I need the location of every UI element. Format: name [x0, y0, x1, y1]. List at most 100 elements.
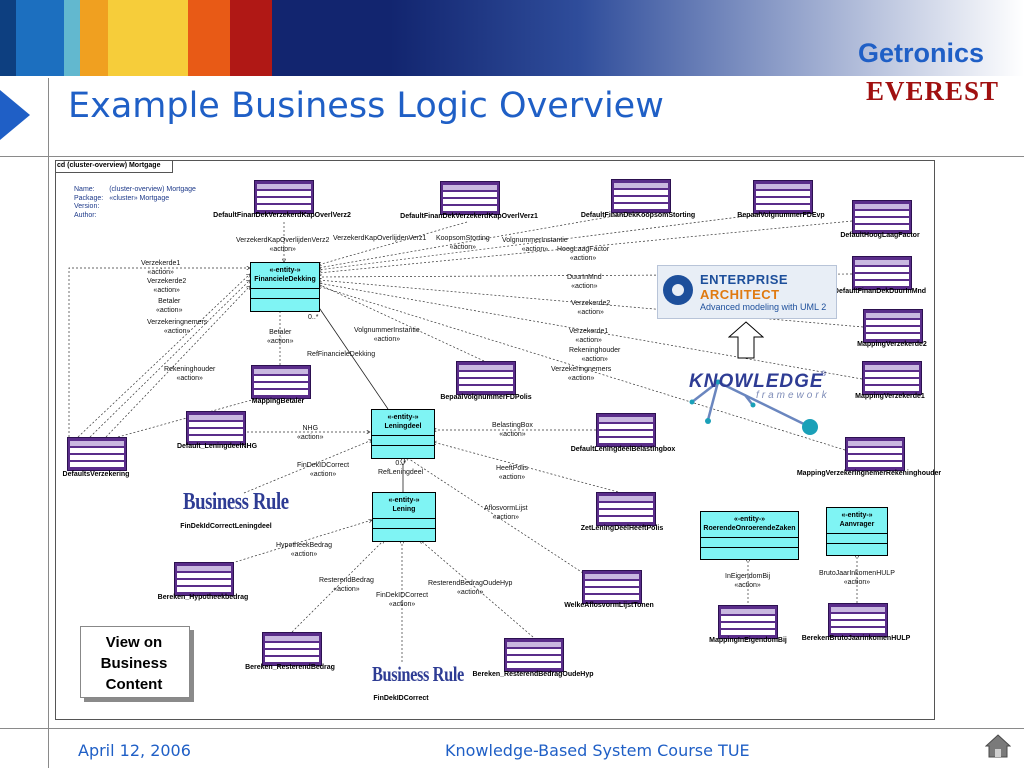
box-label: Default_LeningdeelNHG — [176, 443, 258, 450]
up-arrow-icon — [728, 321, 764, 359]
action-box-row — [599, 517, 653, 522]
action-box[interactable] — [753, 180, 813, 214]
entity-lening[interactable]: «-entity-»Lening — [372, 492, 436, 542]
action-box-row — [585, 581, 639, 586]
action-box-row — [855, 267, 909, 272]
home-icon[interactable] — [985, 734, 1011, 758]
box-label: MappingVerzekerde2 — [857, 341, 927, 348]
action-box[interactable] — [852, 200, 912, 234]
action-box-row — [189, 422, 243, 427]
connector-label: DuurInMnd«action» — [567, 274, 602, 290]
band-segment — [64, 0, 80, 76]
connector-label: HoogLaagFactor«action» — [557, 246, 610, 262]
meta-value: «cluster» Mortgage — [109, 194, 170, 202]
action-box[interactable] — [174, 562, 234, 596]
action-box[interactable] — [862, 361, 922, 395]
action-box-row — [459, 386, 513, 391]
getronics-logo: Getronics — [858, 38, 985, 68]
entity-roerendeonroerendezaken[interactable]: «-entity-»RoerendeOnroerendeZaken — [700, 511, 799, 560]
box-label: BepaalVolgnummerFDPolis — [440, 394, 532, 401]
box-label: BerekenBrutoJaarinkomenHULP — [801, 635, 911, 642]
box-label: MappingVerzekerde1 — [855, 393, 925, 400]
action-box-row — [848, 448, 902, 453]
action-box[interactable] — [440, 181, 500, 215]
connector-label: 0..*RefLeningdeel — [378, 460, 424, 476]
action-box-header — [265, 636, 319, 641]
action-box[interactable] — [67, 437, 127, 471]
action-box[interactable] — [596, 492, 656, 526]
action-box-row — [585, 588, 639, 593]
everest-logo: EVEREST — [866, 76, 1000, 106]
action-box-row — [70, 455, 124, 460]
action-box[interactable] — [845, 437, 905, 471]
action-box-row — [70, 448, 124, 453]
action-box[interactable] — [828, 603, 888, 637]
action-box[interactable] — [251, 365, 311, 399]
action-box[interactable] — [596, 413, 656, 447]
connector-label: Verzekeringnemers«action» — [551, 366, 612, 382]
action-box[interactable] — [262, 632, 322, 666]
action-box[interactable] — [852, 256, 912, 290]
business-rule-image: Business Rule — [372, 662, 464, 686]
action-box-row — [265, 643, 319, 648]
action-box-row — [831, 628, 885, 633]
action-box[interactable] — [863, 309, 923, 343]
box-label: DefaultFinanDekVerzekerdKapOverlVerz2 — [213, 212, 351, 219]
title-arrow-icon — [0, 90, 30, 140]
action-box-header — [855, 260, 909, 265]
action-box[interactable] — [456, 361, 516, 395]
action-box-row — [721, 616, 775, 621]
box-label: FinDekIdCorrectLeningdeel — [180, 523, 272, 530]
action-box-row — [443, 192, 497, 197]
action-box-row — [257, 198, 311, 203]
action-box[interactable] — [504, 638, 564, 672]
box-label: ZetLeningDeelHeeftPolis — [580, 525, 664, 532]
connector-label: Verzekerde1«action» — [141, 260, 181, 276]
action-box-header — [507, 642, 561, 647]
action-box-header — [599, 417, 653, 422]
action-box-row — [721, 623, 775, 628]
box-label: DefaultsVerzekering — [62, 471, 130, 478]
action-box-row — [756, 205, 810, 210]
box-label: MappingInEigendomBij — [709, 637, 787, 644]
entity-aanvrager[interactable]: «-entity-»Aanvrager — [826, 507, 888, 556]
meta-key: Name: — [74, 186, 95, 193]
action-box[interactable] — [186, 411, 246, 445]
action-box-row — [265, 650, 319, 655]
action-box-row — [507, 649, 561, 654]
box-label: FinDekIDCorrect — [373, 695, 429, 702]
action-box-row — [855, 218, 909, 223]
entity-leningdeel[interactable]: «-entity-»Leningdeel — [371, 409, 435, 459]
band-segment — [230, 0, 272, 76]
action-box[interactable] — [718, 605, 778, 639]
action-box[interactable] — [611, 179, 671, 213]
action-box[interactable] — [254, 180, 314, 214]
action-box-row — [865, 386, 919, 391]
title-divider — [0, 156, 1024, 157]
box-label: WelkeAflosvormLijstTonen — [564, 602, 654, 609]
band-segment — [108, 0, 188, 76]
knowledge-framework-subtitle: framework — [756, 390, 830, 401]
action-box-row — [855, 281, 909, 286]
connector-label: VerzekerdKapOverlijdenVerz2«action» — [236, 237, 330, 253]
connector-label: Verzekerde2«action» — [571, 300, 611, 316]
action-box-row — [756, 198, 810, 203]
action-box-row — [614, 197, 668, 202]
connector-label: InEigendomBij«action» — [725, 573, 771, 589]
connector-label: Verzekerde1«action» — [569, 328, 609, 344]
action-box-header — [831, 607, 885, 612]
action-box-row — [265, 657, 319, 662]
connector-label: ResterendBedragOudeHyp«action» — [428, 580, 513, 596]
box-label: DefaultFinanDekKoopsomStorting — [580, 212, 696, 219]
band-segment — [80, 0, 108, 76]
band-segment — [188, 0, 230, 76]
action-box[interactable] — [582, 570, 642, 604]
connector-label: Verzekeringnemers«action» — [147, 319, 208, 335]
connector-label: VolgnummerInstantie«action» — [354, 327, 420, 343]
action-box-row — [848, 455, 902, 460]
connector-label: HypotheekBedrag«action» — [276, 542, 333, 558]
entity-financieledekking[interactable]: «-entity-»FinancieleDekking — [250, 262, 320, 312]
action-box-row — [866, 334, 920, 339]
connector-label: Rekeninghouder«action» — [569, 347, 621, 363]
